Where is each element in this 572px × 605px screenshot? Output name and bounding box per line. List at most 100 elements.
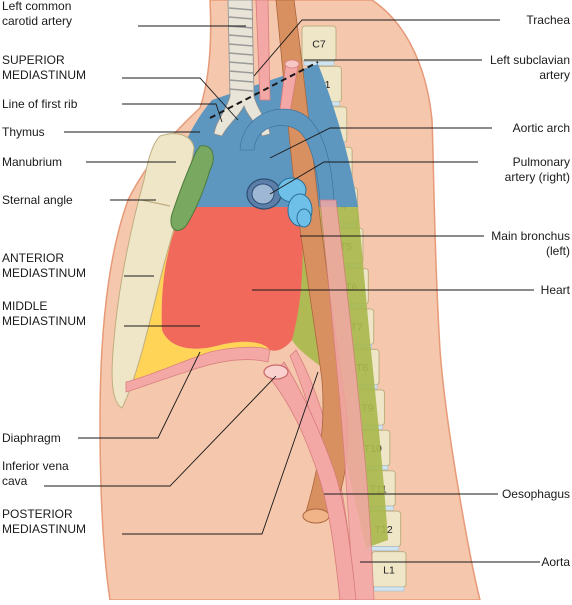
oesophagus-label-line: Oesophagus bbox=[502, 487, 570, 501]
trachea-label-line: Trachea bbox=[526, 13, 570, 27]
label-oesophagus: Oesophagus bbox=[502, 487, 570, 501]
thymus-label-text: Thymus bbox=[2, 125, 45, 139]
label-thymus: Thymus bbox=[2, 125, 45, 139]
aorta-label-text: Aorta bbox=[541, 555, 570, 569]
label-heart: Heart bbox=[541, 283, 571, 297]
aorta-label-line: Aorta bbox=[541, 555, 570, 569]
tracheal-ring bbox=[228, 88, 254, 92]
label-leader-lines bbox=[44, 19, 540, 563]
thymus-label-line: Thymus bbox=[2, 125, 45, 139]
oesophagus-label-text: Oesophagus bbox=[502, 487, 570, 501]
anterior-mediastinum-label-line: ANTERIOR bbox=[2, 251, 64, 265]
main-bronchus-left-label-line: Main bronchus bbox=[491, 229, 570, 243]
intervertebral-disc bbox=[368, 546, 399, 551]
left-subclavian-artery-label-line: artery bbox=[539, 68, 570, 82]
vertebra-label: L1 bbox=[383, 564, 395, 576]
diaphragm-label-line: Diaphragm bbox=[2, 431, 61, 445]
tracheal-ring bbox=[228, 79, 254, 83]
tracheal-ring bbox=[228, 52, 254, 56]
vertebra-c7: C7 bbox=[301, 25, 337, 66]
main-bronchus-left-label-line: (left) bbox=[546, 244, 570, 258]
label-trachea: Trachea bbox=[526, 13, 570, 27]
heart-label-line: Heart bbox=[541, 283, 571, 297]
left-subclavian-artery-label-line: Left subclavian bbox=[490, 53, 570, 67]
tracheal-ring bbox=[228, 61, 254, 65]
pulmonary-artery-right-label-line: artery (right) bbox=[505, 170, 570, 184]
line-of-first-rib-label-line: Line of first rib bbox=[2, 97, 78, 111]
tracheal-ring bbox=[228, 43, 254, 47]
intervertebral-disc bbox=[373, 586, 405, 592]
tracheal-ring bbox=[228, 7, 254, 11]
heart-label-text: Heart bbox=[541, 283, 571, 297]
posterior-mediastinum-label-line: POSTERIOR bbox=[2, 507, 73, 521]
vertebra-label: C7 bbox=[312, 39, 326, 51]
leader-aortic-arch bbox=[269, 127, 492, 159]
manubrium-label-text: Manubrium bbox=[2, 155, 62, 169]
trachea-label-text: Trachea bbox=[526, 13, 570, 27]
label-line-of-first-rib: Line of first rib bbox=[2, 97, 78, 111]
vertebra-l1: L1 bbox=[371, 551, 407, 592]
inferior-vena-cava-label-line: Inferior vena bbox=[2, 459, 69, 473]
posterior-mediastinum-label-line: MEDIASTINUM bbox=[2, 522, 86, 536]
tracheal-ring bbox=[228, 34, 254, 38]
diaphragm-muscle bbox=[125, 346, 271, 393]
leader-posterior-mediastinum bbox=[122, 371, 319, 535]
leader-inferior-vena-cava bbox=[44, 375, 277, 487]
tracheal-ring bbox=[228, 70, 254, 74]
intervertebral-disc bbox=[303, 61, 335, 66]
left-common-carotid-label-line: Left common bbox=[2, 0, 71, 13]
bronchus-branch bbox=[296, 208, 312, 228]
sternal-angle-label-text: Sternal angle bbox=[2, 193, 73, 207]
label-main-bronchus-left: Main bronchus(left) bbox=[491, 229, 570, 258]
left-common-carotid-label-line: carotid artery bbox=[2, 14, 72, 28]
leader-trachea bbox=[253, 19, 500, 77]
line-of-first-rib-label-text: Line of first rib bbox=[2, 97, 78, 111]
anterior-mediastinum-label-line: MEDIASTINUM bbox=[2, 266, 86, 280]
diaphragm-label-text: Diaphragm bbox=[2, 431, 61, 445]
label-aortic-arch: Aortic arch bbox=[513, 121, 570, 135]
middle-mediastinum-label-line: MEDIASTINUM bbox=[2, 314, 86, 328]
tracheal-ring bbox=[228, 16, 254, 20]
aortic-arch-label-text: Aortic arch bbox=[513, 121, 570, 135]
left-subclavian-cut-end bbox=[284, 59, 300, 69]
superior-mediastinum-label-line: MEDIASTINUM bbox=[2, 68, 86, 82]
pulmonary-artery-lumen bbox=[251, 183, 275, 205]
inferior-vena-cava-label-line: cava bbox=[2, 474, 28, 488]
middle-mediastinum-label-line: MIDDLE bbox=[2, 299, 47, 313]
middle-mediastinum-region bbox=[161, 207, 303, 351]
label-aorta: Aorta bbox=[541, 555, 570, 569]
ivc-cut-end bbox=[263, 364, 289, 380]
label-manubrium: Manubrium bbox=[2, 155, 62, 169]
leader-diaphragm bbox=[78, 351, 201, 439]
leader-line-of-first-rib bbox=[122, 103, 223, 123]
label-diaphragm: Diaphragm bbox=[2, 431, 61, 445]
label-sternal-angle: Sternal angle bbox=[2, 193, 73, 207]
left-common-carotid-vessel bbox=[255, 0, 271, 101]
pulmonary-artery-right-label-line: Pulmonary bbox=[513, 155, 570, 169]
leader-pulmonary-artery-right bbox=[269, 161, 478, 195]
left-main-bronchus bbox=[277, 177, 313, 228]
main-bronchus-left-label-text: Main bronchus(left) bbox=[491, 229, 570, 258]
oesophagus-cut-end bbox=[302, 508, 330, 524]
superior-mediastinum-label-line: SUPERIOR bbox=[2, 53, 65, 67]
thymus-gland bbox=[170, 145, 214, 231]
sternal-angle-label-line: Sternal angle bbox=[2, 193, 73, 207]
sternal-angle-mark bbox=[141, 199, 171, 207]
